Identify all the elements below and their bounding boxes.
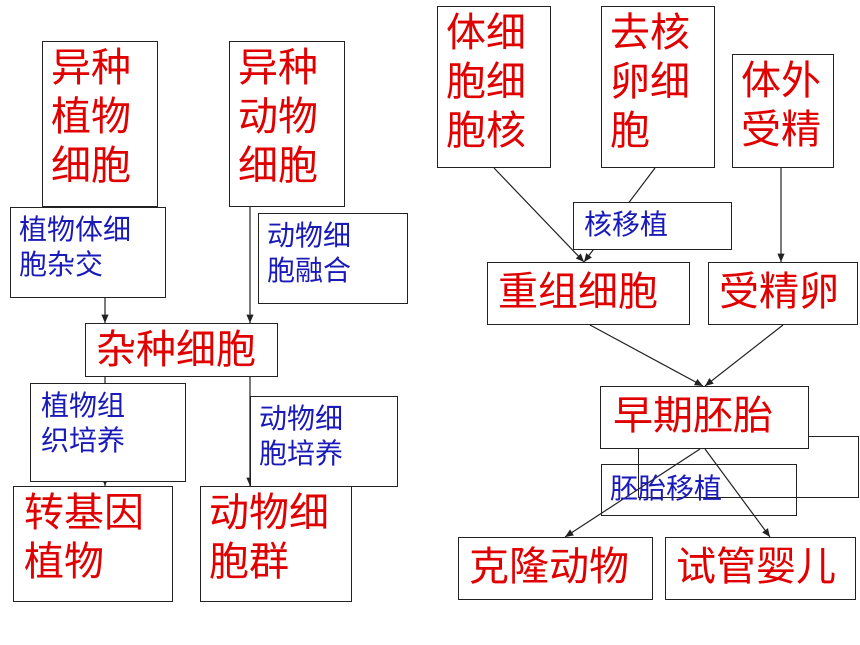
box-enucleated-egg: 去核 卵细 胞 bbox=[601, 6, 715, 168]
box-nuclear-transfer: 核移植 bbox=[573, 202, 732, 250]
box-animal-cell-group: 动物细 胞群 bbox=[200, 486, 352, 602]
box-transgenic-plant: 转基因 植物 bbox=[13, 486, 173, 602]
box-animal-cell-culture: 动物细 胞培养 bbox=[250, 396, 398, 487]
box-ivf: 体外 受精 bbox=[732, 54, 834, 168]
box-early-embryo: 早期胚胎 bbox=[600, 386, 809, 449]
box-fertilized-egg: 受精卵 bbox=[708, 262, 858, 325]
arrow-fertilized-to-embryo bbox=[704, 324, 784, 387]
arrow-recombinant-to-embryo bbox=[589, 324, 704, 387]
box-cloned-animal: 克隆动物 bbox=[458, 537, 653, 600]
box-animal-cells: 异种 动物 细胞 bbox=[229, 41, 345, 207]
box-plant-cells: 异种 植物 细胞 bbox=[42, 41, 158, 207]
box-hybrid-cell: 杂种细胞 bbox=[85, 323, 278, 377]
box-plant-hybridization: 植物体细 胞杂交 bbox=[10, 207, 166, 298]
box-plant-tissue-culture: 植物组 织培养 bbox=[30, 383, 186, 482]
arrow-embryo-to-clone bbox=[564, 448, 701, 538]
box-test-tube-baby: 试管婴儿 bbox=[665, 537, 856, 600]
box-animal-fusion: 动物细 胞融合 bbox=[258, 213, 408, 304]
line-somatic-to-recombinant bbox=[493, 167, 585, 263]
box-embryo-transfer: 胚胎移植 bbox=[601, 464, 797, 516]
box-somatic-nucleus: 体细 胞细 胞核 bbox=[437, 6, 551, 168]
arrow-embryo-to-baby bbox=[704, 448, 771, 538]
box-recombinant-cell: 重组细胞 bbox=[487, 262, 690, 325]
